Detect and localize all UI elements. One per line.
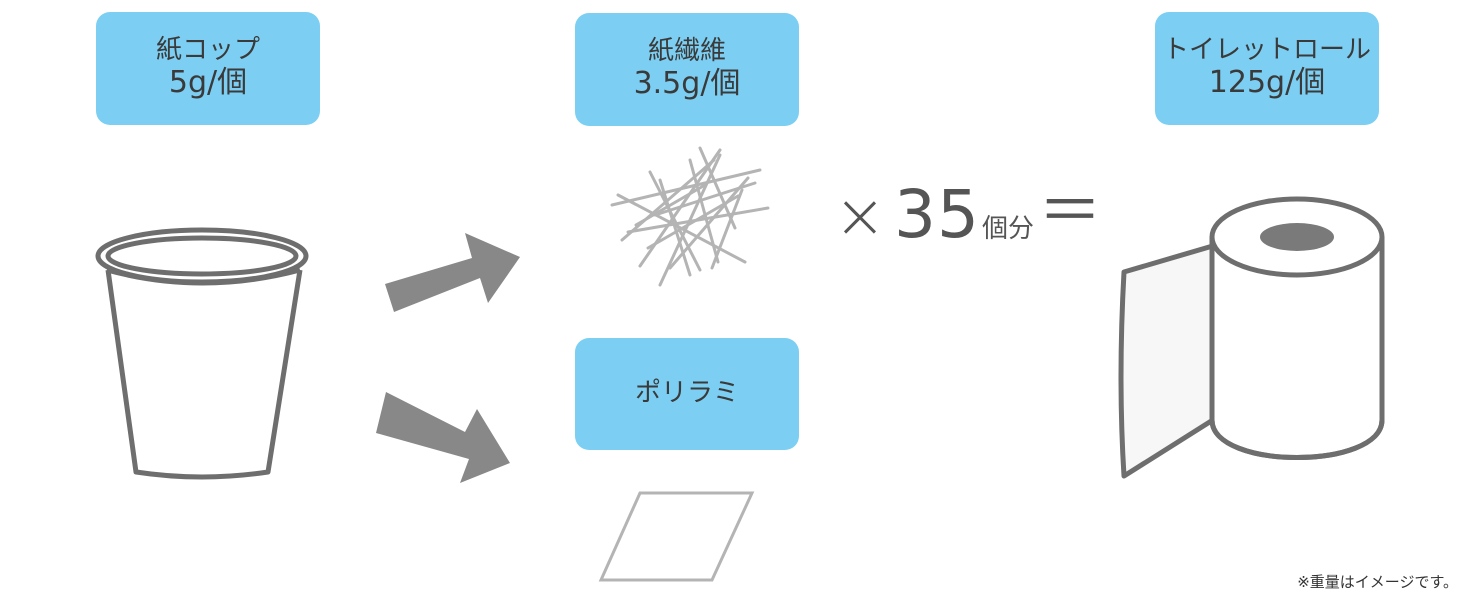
polylaminate-sheet-icon bbox=[598, 491, 755, 582]
toilet-roll-icon bbox=[1118, 196, 1385, 479]
paper-fiber-weight: 3.5g/個 bbox=[633, 66, 741, 102]
multiplier-count: 35 bbox=[893, 176, 980, 253]
arrow-right-icon bbox=[385, 233, 520, 312]
equals-sign: ＝ bbox=[1038, 175, 1102, 249]
paper-cup-name: 紙コップ bbox=[155, 34, 260, 65]
paper-cup-weight: 5g/個 bbox=[168, 65, 248, 101]
polylaminate-label: ポリラミ bbox=[575, 338, 799, 450]
multiplier-unit: 個分 bbox=[981, 214, 1034, 244]
toilet-roll-label: トイレットロール 125g/個 bbox=[1155, 12, 1379, 125]
paper-fiber-icon bbox=[610, 146, 770, 287]
polylaminate-name: ポリラミ bbox=[634, 378, 739, 409]
toilet-roll-weight: 125g/個 bbox=[1208, 65, 1326, 101]
times-sign: × bbox=[834, 179, 886, 252]
paper-cup-label: 紙コップ 5g/個 bbox=[96, 12, 320, 125]
weight-note: ※重量はイメージです。 bbox=[1297, 573, 1458, 591]
toilet-roll-name: トイレットロール bbox=[1162, 34, 1371, 65]
paper-cup-icon bbox=[95, 227, 309, 480]
paper-fiber-label: 紙繊維 3.5g/個 bbox=[575, 13, 799, 126]
arrow-right-icon bbox=[376, 392, 510, 483]
paper-fiber-name: 紙繊維 bbox=[647, 35, 726, 66]
multiplier-expression: × 35 個分 bbox=[834, 182, 1034, 248]
